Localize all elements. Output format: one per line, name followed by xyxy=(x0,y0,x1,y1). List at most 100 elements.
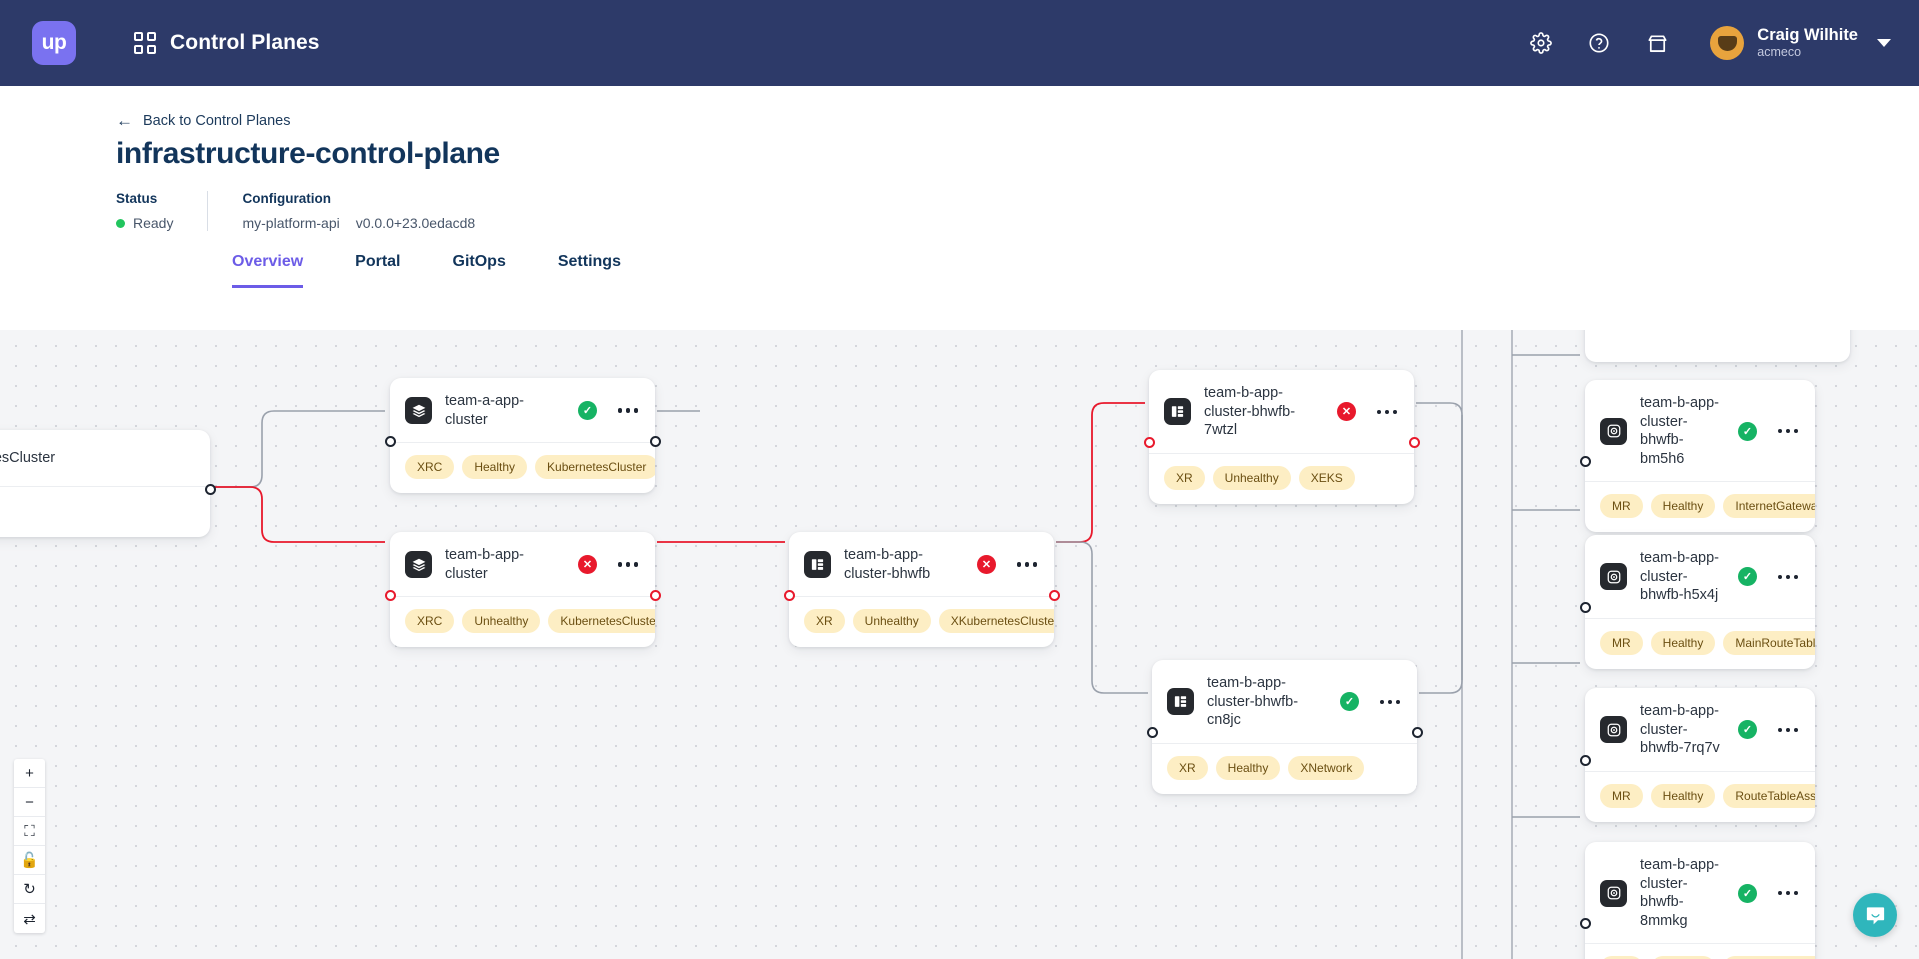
node-chip: Unhealthy xyxy=(462,609,541,634)
upbound-logo[interactable]: up xyxy=(32,21,76,65)
node-chip: MR xyxy=(1600,630,1643,655)
node-handle-right[interactable] xyxy=(204,483,216,495)
node-more-options-button[interactable] xyxy=(1776,428,1800,434)
edge-kc-to-team-b xyxy=(210,486,385,543)
node-chips: MRHealthyRouteTableAssociation xyxy=(1585,770,1815,822)
node-name: team-b-app-cluster-bhwfb-7rq7v xyxy=(1640,703,1720,757)
node-handle-left[interactable] xyxy=(1579,601,1591,613)
node-header: team-b-app-cluster-bhwfb-bm5h6 ✓ xyxy=(1585,380,1815,481)
status-label: Status xyxy=(116,191,158,206)
node-chip: Unhealthy xyxy=(1212,465,1291,490)
node-handle-left[interactable] xyxy=(783,589,795,601)
node-chip: InternetGateway xyxy=(1723,494,1815,519)
node-header: team-b-app-cluster-bhwfb-8mmkg✓ xyxy=(1585,842,1815,943)
support-chat-button[interactable] xyxy=(1853,893,1897,937)
tab-portal[interactable]: Portal xyxy=(355,253,401,270)
node-chip: Healthy xyxy=(1650,956,1716,959)
node-name: team-b-app-cluster-bhwfb-7wtzl xyxy=(1204,385,1296,439)
node-more-options-button[interactable] xyxy=(1375,409,1399,415)
resource-graph-canvas[interactable]: KubernetesClusterAPIteam-a-app-cluster✓X… xyxy=(0,330,1919,959)
reset-button[interactable]: ↻ xyxy=(14,875,45,904)
zoom-in-button[interactable]: + xyxy=(14,759,45,788)
graph-node-team-b-app-cluster-bhwfb-8mmkg[interactable]: team-b-app-cluster-bhwfb-8mmkg✓MRHealthy… xyxy=(1579,842,1815,959)
node-header: team-b-app-cluster✕ xyxy=(390,532,655,596)
node-handle-left[interactable] xyxy=(384,435,396,447)
configuration-label: Configuration xyxy=(242,191,331,206)
node-more-options-button[interactable] xyxy=(1776,574,1800,580)
tab-overview[interactable]: Overview xyxy=(232,253,304,288)
refresh-button[interactable]: ⇄ xyxy=(23,910,36,928)
node-name: team-b-app-cluster-bhwfb-bm5h6 xyxy=(1640,395,1719,467)
node-chip: Healthy xyxy=(1215,755,1281,780)
node-more-options-button[interactable] xyxy=(616,408,640,413)
node-name: team-b-app-cluster xyxy=(445,547,524,582)
chevron-down-icon[interactable] xyxy=(1877,39,1891,47)
node-chips: MRHealthyMainRouteTableAssociation xyxy=(1585,617,1815,669)
edge-cn8jc-to-bus xyxy=(1419,415,1463,694)
page-header: ← Back to Control Planes infrastructure-… xyxy=(0,86,1919,288)
user-menu[interactable]: Craig Wilhite acmeco xyxy=(1710,26,1891,60)
node-handle-left[interactable] xyxy=(1143,436,1155,448)
graph-edges xyxy=(210,330,1580,959)
configuration-name[interactable]: my-platform-api xyxy=(242,215,340,231)
node-handle-left[interactable] xyxy=(1579,456,1591,468)
node-chip: XRC xyxy=(405,455,455,480)
node-chip: XKubernetesCluster xyxy=(938,609,1054,634)
graph-node-team-b-app-cluster-bhwfb-topcut[interactable] xyxy=(1585,330,1850,362)
node-chip: XR xyxy=(1167,755,1208,780)
node-handle-right[interactable] xyxy=(1411,726,1423,738)
status-value: Ready xyxy=(133,215,174,231)
node-handle-left[interactable] xyxy=(1579,918,1591,930)
help-icon[interactable] xyxy=(1584,28,1614,58)
node-status-healthy-icon: ✓ xyxy=(1738,421,1757,441)
node-handle-right[interactable] xyxy=(1048,589,1060,601)
tab-gitops[interactable]: GitOps xyxy=(452,253,506,270)
node-header: team-b-app-cluster-bhwfb✕ xyxy=(789,532,1054,596)
node-more-options-button[interactable] xyxy=(1776,890,1800,896)
zoom-out-button[interactable]: − xyxy=(14,788,45,817)
avatar xyxy=(1710,26,1745,60)
top-navigation-bar: up Control Planes xyxy=(0,0,1919,86)
composite-icon xyxy=(1164,398,1191,426)
marketplace-icon[interactable] xyxy=(1642,28,1672,58)
node-name: team-a-app-cluster xyxy=(445,393,524,428)
node-handle-right[interactable] xyxy=(649,589,661,601)
node-header: team-b-app-cluster-bhwfb-7rq7v ✓ xyxy=(1585,688,1815,771)
lock-button[interactable]: 🔓 xyxy=(14,846,45,875)
nav-right-group: Craig Wilhite acmeco xyxy=(1526,26,1891,60)
node-handle-right[interactable] xyxy=(1408,436,1420,448)
back-to-control-planes-link[interactable]: ← Back to Control Planes xyxy=(116,112,291,129)
node-status-healthy-icon: ✓ xyxy=(1738,720,1757,740)
managed-resource-icon xyxy=(1600,563,1627,591)
node-chip: XR xyxy=(804,609,845,634)
node-handle-right[interactable] xyxy=(649,435,661,447)
node-handle-left[interactable] xyxy=(1579,754,1591,766)
grid-icon xyxy=(134,32,156,54)
node-handle-left[interactable] xyxy=(384,589,396,601)
node-more-options-button[interactable] xyxy=(1015,562,1039,567)
node-handle-left[interactable] xyxy=(1146,726,1158,738)
node-more-options-button[interactable] xyxy=(1776,727,1800,733)
canvas-controls: +−⛶🔓↻ ⇄ xyxy=(14,759,45,933)
fit-view-button[interactable]: ⛶ xyxy=(14,817,45,846)
gear-icon[interactable] xyxy=(1526,28,1556,58)
layers-icon xyxy=(405,397,432,425)
graph-node-kubernetescluster[interactable]: KubernetesClusterAPI xyxy=(0,430,216,537)
node-name: team-b-app-cluster-bhwfb-cn8jc xyxy=(1207,675,1299,729)
node-more-options-button[interactable] xyxy=(616,562,640,567)
nav-control-planes[interactable]: Control Planes xyxy=(134,31,320,55)
node-more-options-button[interactable] xyxy=(1378,699,1402,705)
tab-settings[interactable]: Settings xyxy=(557,253,621,270)
user-name: Craig Wilhite xyxy=(1757,26,1858,45)
